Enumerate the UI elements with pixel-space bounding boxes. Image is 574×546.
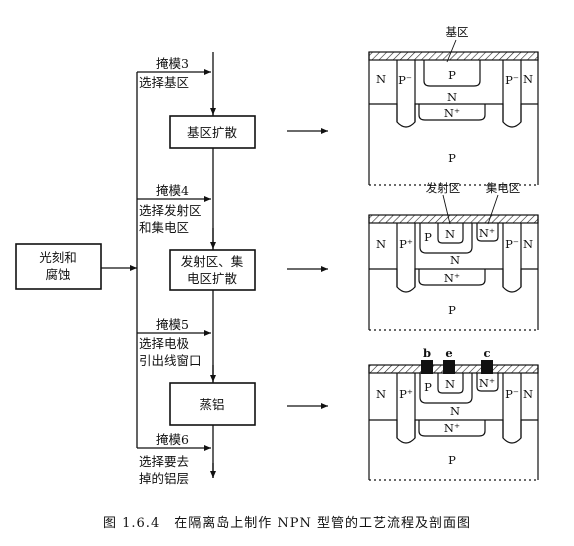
p-plus-left-label: P⁺ — [399, 387, 413, 401]
al-evaporation-label: 蒸铝 — [199, 397, 224, 412]
base-callout: 基区 — [446, 25, 469, 39]
substrate-p-label: P — [448, 151, 456, 165]
n-buried-label: N⁺ — [444, 271, 460, 285]
base-region — [419, 373, 473, 404]
emitter-collector-diffusion-box — [169, 249, 256, 291]
al-evaporation-box — [169, 382, 256, 426]
cross-section-base-diffusion — [368, 39, 539, 186]
collector-contact-region — [476, 223, 499, 242]
emitter-n-label: N — [445, 377, 455, 391]
p-iso-left — [396, 60, 416, 128]
p-iso-right — [502, 60, 522, 128]
oxide-layer — [368, 51, 539, 61]
n-right-label: N — [523, 237, 533, 251]
n-left-label: N — [376, 72, 386, 86]
base-p-label: P — [424, 380, 432, 394]
collector-n-label: N⁺ — [479, 226, 495, 240]
collector-contact-region — [476, 373, 499, 392]
n-epi-label: N — [447, 90, 457, 104]
section2-labels: 发射区 集电区 N P⁺ P N N⁺ N P⁻ N N⁺ P — [376, 181, 533, 317]
base-diffusion-label: 基区扩散 — [187, 125, 238, 140]
section1-labels: 基区 N P⁻ P N P⁻ N N⁺ P — [376, 25, 533, 165]
p-iso-right — [502, 223, 522, 293]
base-p-label: P — [424, 230, 432, 244]
electrode-c-label: c — [483, 346, 490, 360]
emitter-callout: 发射区 — [426, 181, 461, 195]
emitter-electrode — [443, 360, 455, 374]
mask4-note-1: 选择发射区 — [139, 203, 202, 218]
aluminum-electrodes — [421, 360, 493, 374]
base-p-label: P — [448, 68, 456, 82]
electrode-e-label: e — [445, 346, 452, 360]
n-right-label: N — [523, 387, 533, 401]
collector-callout: 集电区 — [486, 181, 521, 195]
cross-section-emitter-collector-diffusion — [368, 194, 539, 331]
mask6-note-2: 掉的铝层 — [139, 471, 189, 486]
emitter-n-label: N — [445, 227, 455, 241]
buried-layer — [418, 269, 486, 286]
p-plus-left-label: P⁺ — [399, 237, 413, 251]
litho-etch-label-1: 光刻和 — [39, 250, 77, 265]
mask3-label: 掩模3 — [156, 56, 189, 71]
mask4-note-2: 和集电区 — [139, 220, 189, 235]
section3-labels: b e c N P⁺ P N N⁺ N P⁻ N N⁺ P — [376, 346, 533, 467]
n-epi-label: N — [450, 404, 460, 418]
mask6-note-1: 选择要去 — [139, 454, 189, 469]
emitter-region — [437, 373, 464, 394]
oxide-layer — [368, 214, 539, 224]
n-left-label: N — [376, 237, 386, 251]
n-right-label: N — [523, 72, 533, 86]
litho-etch-box — [15, 243, 102, 290]
emitter-callout-line — [442, 194, 451, 225]
mask3-note: 选择基区 — [139, 75, 189, 90]
p-iso-left — [396, 223, 416, 293]
base-region — [423, 60, 481, 87]
collector-electrode — [481, 360, 493, 374]
collector-n-label: N⁺ — [479, 376, 495, 390]
emitter-collector-diffusion-label-1: 发射区、集 — [181, 254, 244, 269]
p-minus-right-label: P⁻ — [505, 387, 519, 401]
p-iso-right — [502, 373, 522, 444]
flow-labels: 光刻和 腐蚀 基区扩散 发射区、集 电区扩散 蒸铝 掩模3 选择基区 掩模4 选… — [39, 56, 244, 486]
substrate-p-label: P — [448, 453, 456, 467]
emitter-region — [437, 223, 464, 244]
litho-etch-label-2: 腐蚀 — [45, 267, 70, 282]
buried-layer — [418, 104, 486, 121]
mask5-label: 掩模5 — [156, 317, 189, 332]
p-minus-left-label: P⁻ — [398, 73, 412, 87]
p-minus-right-label: P⁻ — [505, 237, 519, 251]
substrate-p-label: P — [448, 303, 456, 317]
n-left-label: N — [376, 387, 386, 401]
n-epi-label: N — [450, 253, 460, 267]
p-iso-left — [396, 373, 416, 444]
n-buried-label: N⁺ — [444, 421, 460, 435]
mask5-note-1: 选择电极 — [139, 336, 190, 351]
figure-caption: 图 1.6.4 在隔离岛上制作 NPN 型管的工艺流程及剖面图 — [103, 516, 471, 531]
base-region — [419, 223, 473, 254]
mask5-note-2: 引出线窗口 — [139, 353, 202, 368]
buried-layer — [418, 420, 486, 437]
emitter-collector-diffusion-label-2: 电区扩散 — [187, 271, 238, 286]
electrode-b-label: b — [423, 346, 431, 360]
base-electrode — [421, 360, 433, 374]
p-minus-right-label: P⁻ — [505, 73, 519, 87]
base-callout-line — [446, 39, 457, 63]
n-buried-label: N⁺ — [444, 106, 460, 120]
mask6-label: 掩模6 — [156, 432, 189, 447]
collector-callout-line — [487, 194, 499, 225]
mask4-label: 掩模4 — [156, 183, 189, 198]
flow-chart — [15, 52, 328, 478]
base-diffusion-box — [169, 115, 256, 149]
